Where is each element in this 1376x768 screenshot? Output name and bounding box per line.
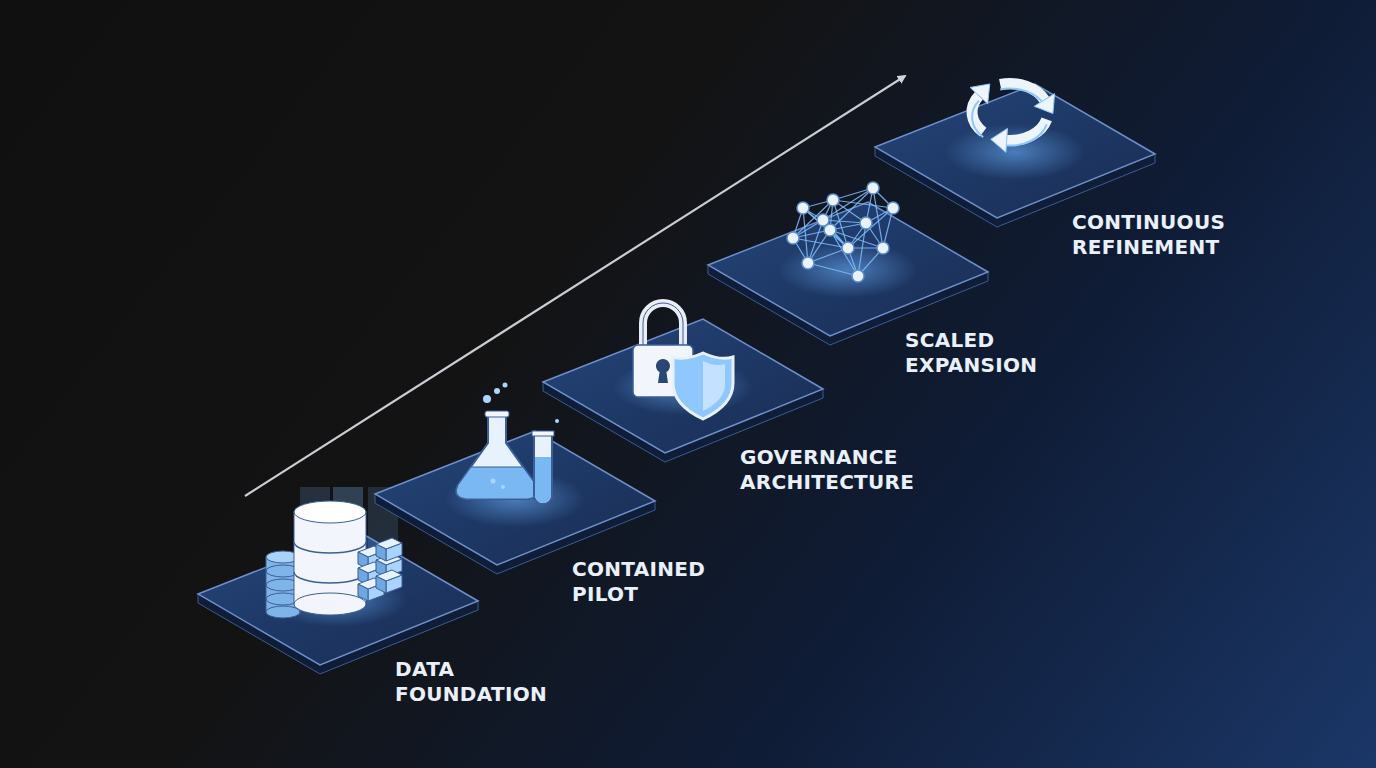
flask-lip — [485, 411, 509, 417]
network-node — [842, 242, 854, 254]
db-ring — [294, 542, 366, 553]
stage-label: CONTINUOUS REFINEMENT — [1072, 210, 1225, 260]
cycle-arrow — [1007, 119, 1047, 140]
db-ring — [266, 606, 300, 618]
test-tube — [534, 435, 552, 504]
network-node — [887, 202, 899, 214]
cycle-arrowhead — [1034, 94, 1054, 114]
network-node — [860, 217, 872, 229]
tile-top — [375, 431, 655, 565]
flask-liquid — [456, 467, 538, 499]
lock-shackle — [643, 303, 683, 345]
db-base — [294, 593, 366, 615]
data-block — [358, 584, 368, 601]
bubble — [503, 383, 508, 388]
stage-label: SCALED EXPANSION — [905, 328, 1037, 378]
tile-top — [708, 202, 988, 336]
network-link — [848, 208, 893, 248]
flask-symbol — [456, 415, 538, 499]
network-node — [797, 202, 809, 214]
cycle-arrow-edge — [1000, 89, 1044, 105]
bubble — [494, 388, 500, 394]
network-node — [877, 242, 889, 254]
data-block — [376, 576, 386, 593]
network-node — [827, 194, 839, 206]
icon-glow — [945, 124, 1085, 180]
stage-tile: CONTINUOUS REFINEMENT — [865, 40, 1185, 275]
tile-top — [875, 84, 1155, 218]
icon — [970, 84, 1055, 153]
icon — [456, 383, 559, 505]
cycle-arrowhead — [970, 84, 990, 104]
test-tube-lip — [532, 431, 554, 436]
network-node — [817, 214, 829, 226]
network-node — [867, 182, 879, 194]
data-block — [376, 544, 386, 561]
network-link — [830, 230, 883, 248]
test-tube-liquid — [535, 457, 551, 503]
network-node — [802, 257, 814, 269]
cycle-arrowhead — [991, 128, 1008, 152]
stage-label: DATA FOUNDATION — [395, 657, 547, 707]
db-ring — [294, 572, 366, 583]
database-symbol — [294, 512, 366, 604]
cycle-arrow-edge — [972, 101, 983, 137]
network-link — [808, 220, 823, 263]
network-link — [808, 263, 858, 276]
icon-glow — [778, 242, 918, 298]
cycle-arrow-edge — [1007, 124, 1047, 145]
db-top — [294, 501, 366, 523]
shield-inner — [703, 361, 725, 411]
icon — [633, 303, 733, 419]
bubble — [483, 395, 491, 403]
bubble — [555, 419, 559, 423]
network-node — [852, 270, 864, 282]
keyhole — [656, 359, 670, 383]
bubble — [491, 479, 496, 484]
bubble — [501, 485, 505, 489]
stage-label: CONTAINED PILOT — [572, 557, 705, 607]
lock-shackle — [643, 303, 683, 345]
stage-label: GOVERNANCE ARCHITECTURE — [740, 445, 914, 495]
shield-symbol — [673, 353, 733, 419]
network-node — [787, 232, 799, 244]
network-link — [833, 200, 893, 208]
icon — [787, 182, 899, 282]
network-link — [823, 188, 873, 220]
